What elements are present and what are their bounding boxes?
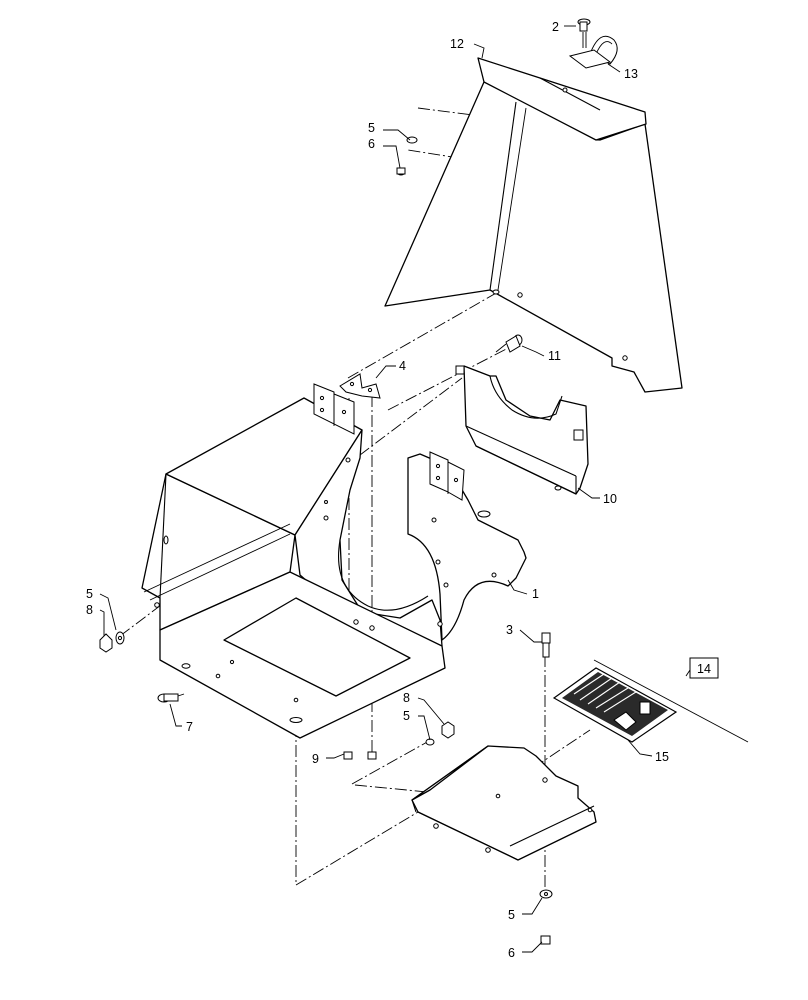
callout-3: 3 bbox=[506, 623, 513, 637]
callout-8-left: 8 bbox=[86, 603, 93, 617]
leader-lines bbox=[99, 25, 691, 953]
callout-2: 2 bbox=[552, 20, 559, 34]
callout-7: 7 bbox=[186, 720, 193, 734]
callout-10: 10 bbox=[603, 492, 617, 506]
callout-15: 15 bbox=[655, 750, 669, 764]
callout-5-left: 5 bbox=[86, 587, 93, 601]
enclosure-lower bbox=[141, 383, 527, 739]
callout-6-upper: 6 bbox=[368, 137, 375, 151]
bracket-4 bbox=[339, 373, 381, 399]
tray-plate bbox=[411, 745, 597, 861]
hose-clamp bbox=[568, 35, 618, 69]
callout-5-bottom: 5 bbox=[508, 908, 515, 922]
callout-5-center: 5 bbox=[403, 709, 410, 723]
callout-11: 11 bbox=[548, 349, 561, 363]
callout-13: 13 bbox=[624, 67, 638, 81]
callout-labels: 1 2 3 4 5 6 5 8 7 8 5 9 10 11 12 13 14 1… bbox=[86, 20, 719, 960]
callout-9: 9 bbox=[312, 752, 319, 766]
callout-5-upper: 5 bbox=[368, 121, 375, 135]
shroud-upper bbox=[384, 57, 683, 393]
callout-1: 1 bbox=[532, 587, 539, 601]
callout-12: 12 bbox=[450, 37, 464, 51]
hinge-upper bbox=[313, 383, 355, 435]
hardware bbox=[99, 136, 553, 945]
callout-14-box bbox=[689, 657, 719, 679]
callout-14: 14 bbox=[697, 662, 711, 676]
shield-10 bbox=[455, 365, 589, 495]
bolt-11 bbox=[495, 334, 523, 353]
callout-6-bottom: 6 bbox=[508, 946, 515, 960]
callout-8-center: 8 bbox=[403, 691, 410, 705]
callout-4: 4 bbox=[399, 359, 406, 373]
screw-top bbox=[577, 18, 591, 48]
hinge-lower bbox=[429, 451, 465, 501]
warning-decal bbox=[552, 659, 749, 743]
